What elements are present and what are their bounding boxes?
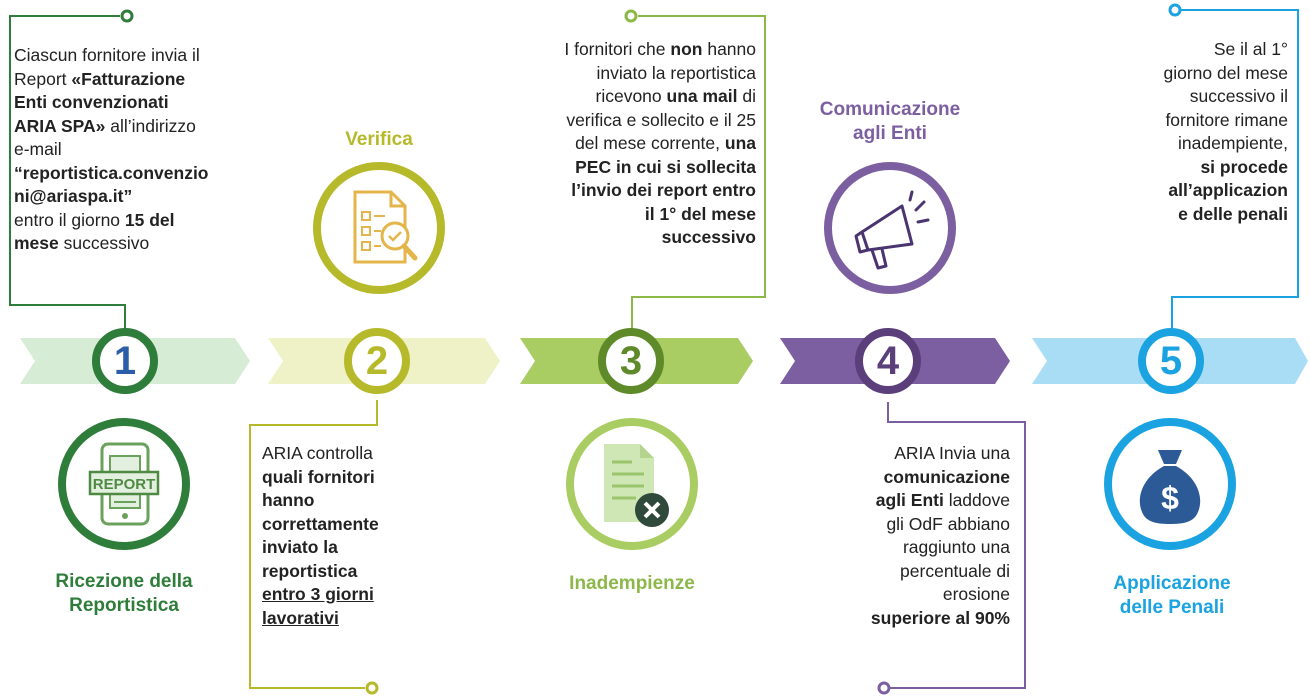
step-1-description: Ciascun fornitore invia il Report «Fattu…: [14, 45, 209, 253]
step-2-title: Verifica: [345, 129, 413, 150]
step-2-description: ARIA controlla quali fornitori hanno cor…: [262, 443, 379, 628]
svg-text:$: $: [1161, 480, 1179, 516]
step-2-icon-ring: [313, 162, 445, 294]
connector-step-2: [249, 400, 378, 689]
report-phone-icon: REPORT: [88, 442, 160, 526]
connector-dot-4: [877, 681, 891, 695]
connector-dot-1: [120, 9, 134, 23]
megaphone-icon: [854, 190, 930, 270]
connector-dot-3: [624, 9, 638, 23]
step-number-4: 4: [855, 328, 921, 394]
document-x-icon: [604, 444, 669, 527]
connector-dot-5: [1168, 3, 1182, 17]
svg-text:REPORT: REPORT: [93, 476, 156, 493]
step-5-description: Se il al 1° giorno del mese successivo i…: [1163, 39, 1288, 224]
connector-step-1: [9, 15, 126, 337]
step-4-icon-ring: [824, 162, 956, 294]
step-1-icon-ring: REPORT: [58, 418, 190, 550]
step-4-description: ARIA Invia una comunicazione agli Enti l…: [870, 443, 1010, 628]
step-3-description: I fornitori che non hanno inviato la rep…: [564, 39, 756, 247]
step-number-1: 1: [92, 328, 158, 394]
connector-step-4: [887, 402, 1026, 689]
connector-dot-2: [365, 681, 379, 695]
step-number-3: 3: [598, 328, 664, 394]
step-number-5: 5: [1138, 328, 1204, 394]
step-5-icon-ring: $: [1104, 418, 1236, 550]
connector-step-5: [1171, 9, 1299, 337]
step-3-title: Inadempienze: [569, 573, 695, 594]
step-number-2: 2: [344, 328, 410, 394]
connector-step-3: [631, 15, 766, 337]
document-checklist-icon: [353, 190, 418, 264]
step-3-icon-ring: [566, 418, 698, 550]
money-bag-icon: $: [1139, 450, 1201, 524]
